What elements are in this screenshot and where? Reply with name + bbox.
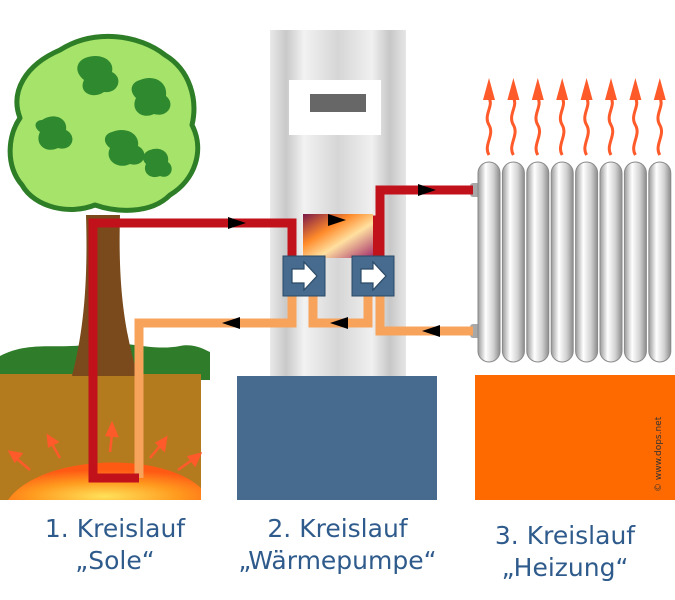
- radiator-fins: [470, 161, 672, 363]
- circuit-3-title: 3. Kreislauf: [494, 521, 636, 550]
- heat-rise-arrow-icon: [483, 78, 495, 156]
- radiator-icon: [470, 78, 675, 500]
- circuit-2-label: 2. Kreislauf „Wärmepumpe“: [220, 513, 455, 577]
- heat-rise-arrow-icon: [653, 78, 666, 156]
- radiator-fin: [648, 161, 672, 363]
- heat-rise-arrow-icon: [556, 78, 569, 156]
- circuit-1-title: 1. Kreislauf: [44, 514, 186, 543]
- ground-section: [0, 342, 210, 500]
- flow-arrows: [222, 184, 440, 337]
- heat-exchangers: [282, 214, 395, 297]
- heat-exchanger-icon: [351, 255, 395, 297]
- heat-rise-arrow-icon: [149, 445, 161, 459]
- radiator-fin: [550, 161, 574, 363]
- tree-trunk: [72, 215, 138, 376]
- sole-return-pipe: [134, 292, 297, 478]
- radiator-heat-arrows: [483, 78, 666, 156]
- radiator-base: [475, 375, 675, 500]
- flow-arrow-icon: [330, 317, 348, 329]
- radiator-fin: [526, 161, 550, 363]
- radiator-fin: [599, 161, 623, 363]
- flow-arrow-icon: [418, 184, 436, 196]
- copyright-text: © www.dops.net: [654, 416, 664, 492]
- circuit-1-subtitle: „Sole“: [75, 546, 155, 575]
- heat-rise-arrow-icon: [105, 420, 119, 438]
- circuit-2-subtitle: „Wärmepumpe“: [238, 546, 437, 575]
- heating-return-pipe: [375, 292, 473, 336]
- flow-arrow-icon: [328, 214, 346, 226]
- flow-arrow-icon: [222, 317, 240, 329]
- heat-pump-base: [237, 376, 437, 500]
- heat-rise-arrow-icon: [186, 452, 203, 468]
- heat-rise-arrow-icon: [507, 78, 520, 156]
- heat-rise-arrow-icon: [50, 443, 62, 459]
- ground-heat-arrows: [7, 420, 203, 472]
- heating-flow-pipe: [375, 185, 473, 258]
- circuit-2-title: 2. Kreislauf: [267, 514, 408, 543]
- sole-flow-pipe: [88, 218, 297, 483]
- heat-rise-arrow-icon: [46, 433, 60, 448]
- tree-crown-spots: [35, 55, 172, 178]
- heat-rise-arrow-icon: [7, 450, 24, 464]
- radiator-fin: [477, 161, 501, 363]
- heat-rise-arrow-icon: [605, 78, 617, 156]
- heat-rise-arrow-icon: [108, 433, 114, 453]
- heat-rise-arrow-icon: [154, 435, 168, 453]
- heat-rise-arrow-icon: [531, 78, 544, 156]
- heat-pump-display: [310, 94, 366, 112]
- heat-rise-arrow-icon: [177, 458, 193, 472]
- heat-rise-arrow-icon: [580, 78, 593, 156]
- flow-arrow-icon: [422, 325, 440, 337]
- circuit-3-subtitle: „Heizung“: [501, 553, 629, 582]
- circuit-3-label: 3. Kreislauf „Heizung“: [455, 520, 675, 584]
- heat-rise-arrow-icon: [15, 457, 31, 471]
- heat-pump-unit: [237, 30, 437, 500]
- circuit-1-label: 1. Kreislauf „Sole“: [0, 513, 230, 577]
- heat-rise-arrow-icon: [629, 78, 642, 156]
- flow-arrow-icon: [228, 217, 246, 229]
- radiator-fin: [623, 161, 647, 363]
- radiator-fin: [575, 161, 599, 363]
- heat-exchanger-icon: [282, 255, 326, 297]
- radiator-fin: [501, 161, 525, 363]
